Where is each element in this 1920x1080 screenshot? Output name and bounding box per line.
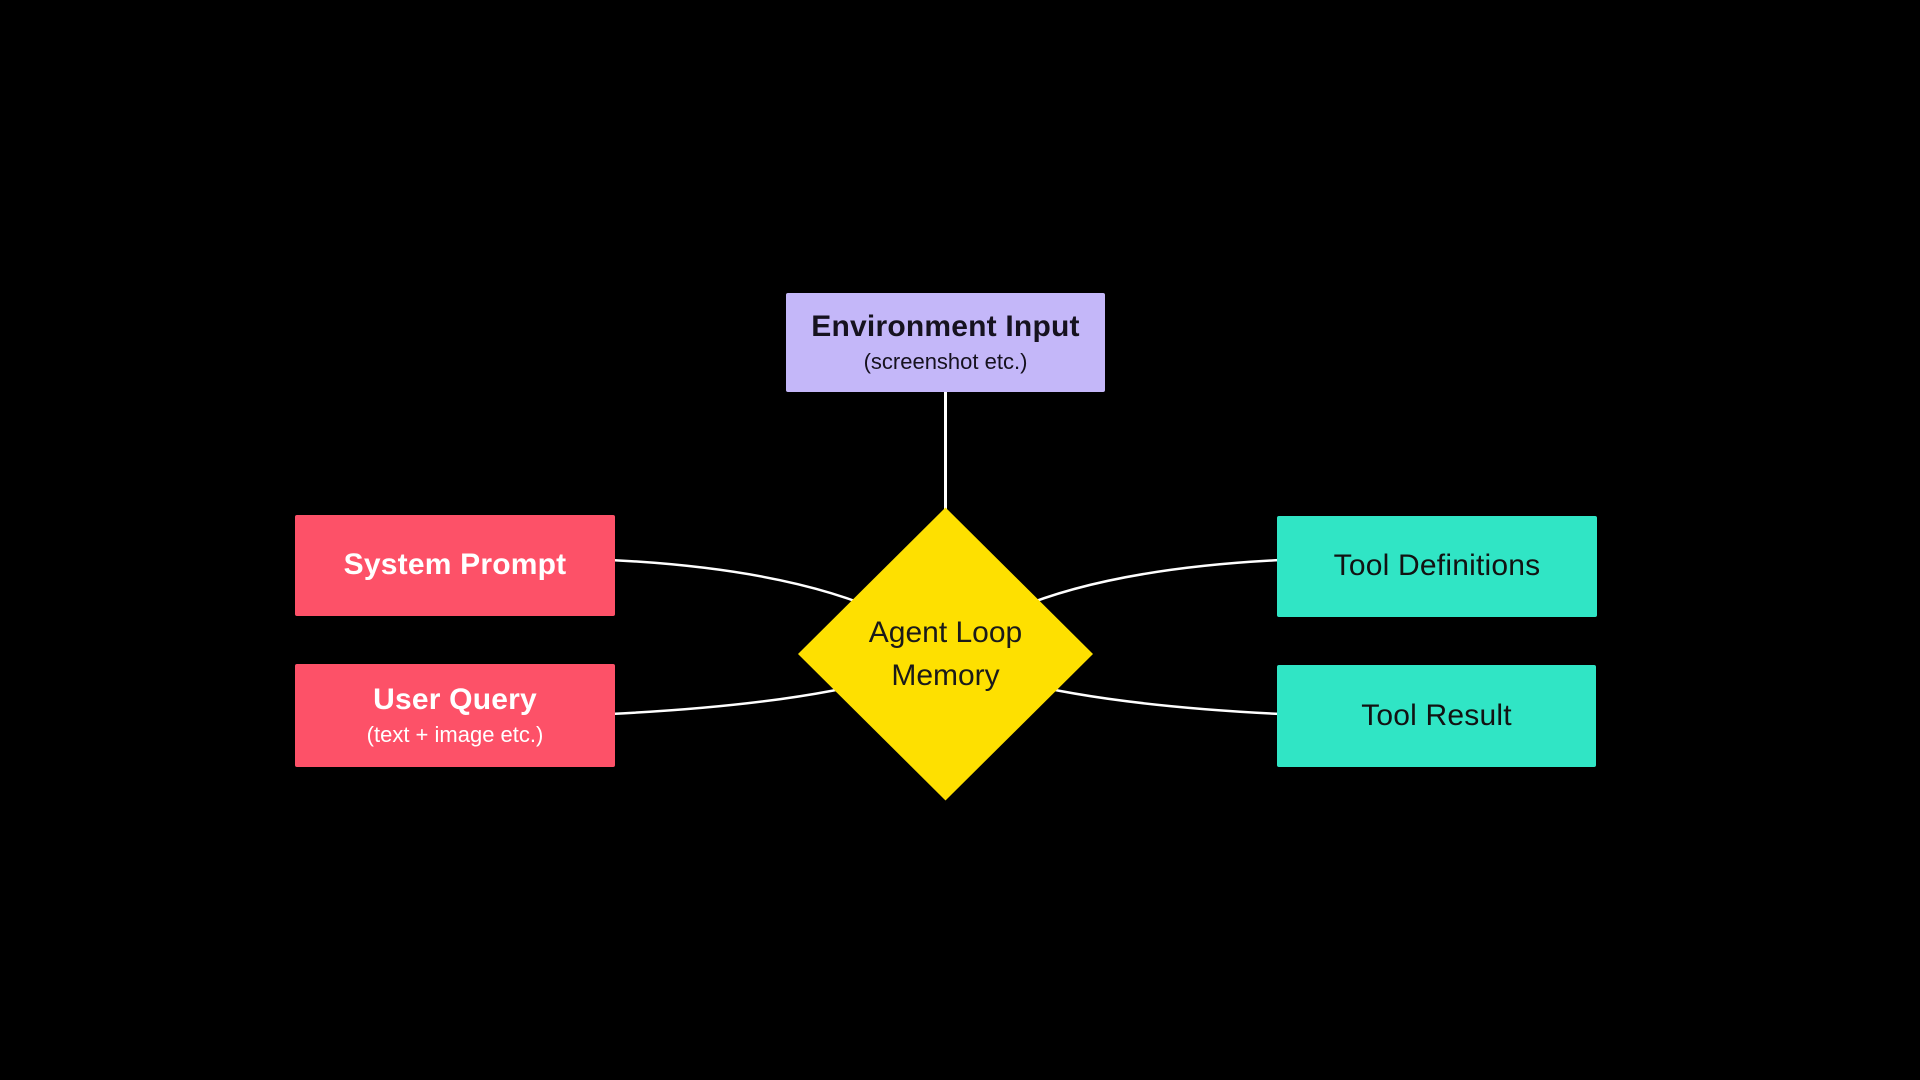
environment-input-title: Environment Input: [811, 310, 1080, 343]
agent-loop-memory-line-2: Memory: [891, 659, 1000, 692]
node-environment-input: Environment Input (screenshot etc.): [786, 293, 1105, 392]
tool-result-title: Tool Result: [1361, 698, 1512, 732]
node-user-query: User Query (text + image etc.): [295, 664, 615, 767]
node-tool-definitions: Tool Definitions: [1277, 516, 1597, 617]
node-tool-result: Tool Result: [1277, 665, 1596, 767]
node-system-prompt: System Prompt: [295, 515, 615, 616]
system-prompt-title: System Prompt: [343, 548, 567, 582]
agent-loop-memory-line-1: Agent Loop: [868, 615, 1023, 649]
user-query-subtitle: (text + image etc.): [366, 721, 544, 747]
agent-loop-memory-diamond: [798, 507, 1093, 801]
tool-definitions-title: Tool Definitions: [1333, 549, 1541, 583]
agent-loop-memory-label: Agent Loop Memory: [820, 595, 1071, 713]
user-query-title: User Query: [373, 683, 537, 716]
environment-input-subtitle: (screenshot etc.): [863, 348, 1028, 374]
